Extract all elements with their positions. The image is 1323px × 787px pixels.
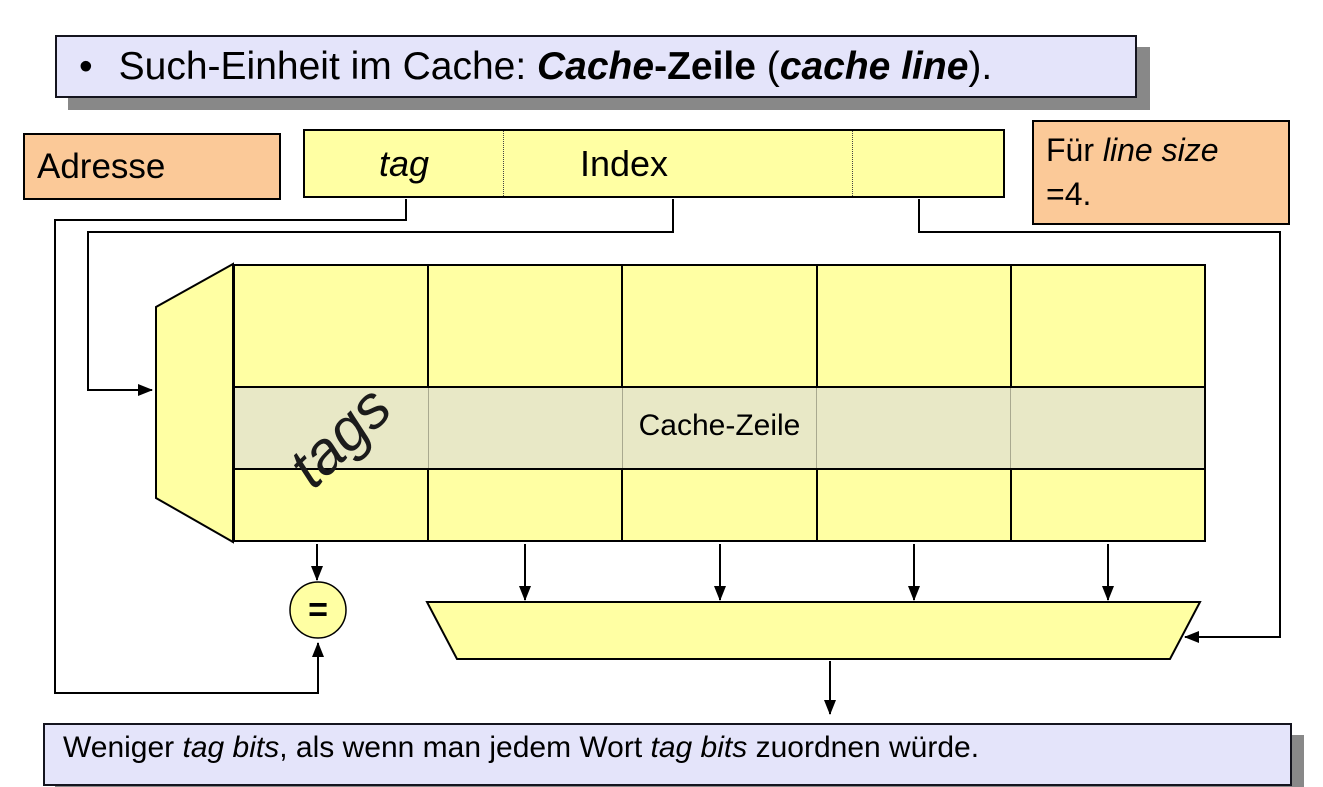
tags-funnel-shape: [155, 262, 234, 544]
tag-route-arrow: [54, 199, 407, 694]
address-label-box: Adresse: [23, 133, 281, 200]
footer-note: Weniger tag bits, als wenn man jedem Wor…: [43, 723, 1292, 786]
cache-cell: [623, 470, 818, 540]
bullet-icon: •: [79, 44, 93, 88]
address-field-bar: tag Index: [303, 129, 1005, 198]
cache-cell: [235, 470, 430, 540]
cache-cell: [623, 388, 817, 468]
line-size-note-line1: Für line size: [1046, 132, 1219, 168]
cache-cell: [817, 388, 1011, 468]
cache-cell: [429, 388, 623, 468]
title-banner: • Such-Einheit im Cache: Cache-Zeile (ca…: [55, 35, 1137, 98]
line-size-note: Für line size =4.: [1032, 120, 1290, 225]
tag-field-label: tag: [378, 142, 430, 184]
line-size-note-line2: =4.: [1046, 176, 1092, 212]
cache-cell: [429, 266, 624, 386]
multiplexer-shape: [425, 601, 1202, 660]
cache-row: [235, 470, 1204, 540]
cache-cell: [429, 470, 624, 540]
footer-text: Weniger tag bits, als wenn man jedem Wor…: [63, 730, 980, 764]
title-text: Such-Einheit im Cache: Cache-Zeile (cach…: [118, 44, 993, 88]
cache-row-highlighted: [235, 386, 1204, 470]
equals-symbol: =: [308, 591, 328, 629]
index-route-arrow: [87, 199, 674, 396]
address-label: Adresse: [37, 146, 166, 186]
index-field-label: Index: [579, 142, 669, 184]
comparator-circle: [289, 581, 347, 639]
cache-cell: [818, 266, 1012, 386]
address-section-tag: tag: [305, 131, 503, 196]
address-section-index: Index: [503, 131, 852, 196]
cache-row: [235, 266, 1204, 386]
cache-cell: [623, 266, 818, 386]
address-section-offset: [852, 131, 1003, 196]
cache-cell: [235, 388, 429, 468]
cache-cell: [818, 470, 1012, 540]
offset-route-arrow: [918, 199, 1281, 643]
cache-cell: [235, 266, 430, 386]
cache-line-label: Cache-Zeile: [638, 409, 801, 442]
